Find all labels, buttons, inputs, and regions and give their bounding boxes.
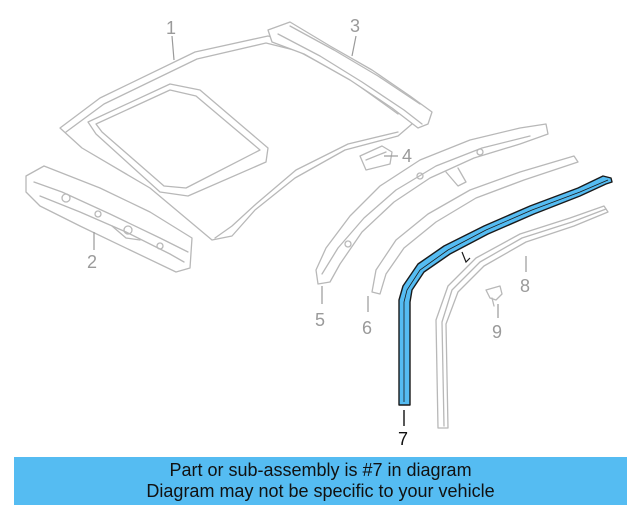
front-header-rail [25,165,193,273]
door-weatherstrip [435,205,609,429]
callout-8: 8 [520,276,530,296]
info-banner: Part or sub-assembly is #7 in diagram Di… [14,457,627,505]
callout-4: 4 [402,146,412,166]
rear-roof-rail [267,21,433,129]
roof-panel [59,35,413,241]
roof-bracket [359,145,393,171]
banner-line-disclaimer: Diagram may not be specific to your vehi… [146,481,495,501]
callout-9: 9 [492,322,502,342]
drip-molding [371,155,579,295]
parts-diagram: 1 2 3 4 5 6 7 8 9 [25,16,613,449]
leader-3 [351,35,357,57]
callout-5: 5 [315,310,325,330]
callout-7: 7 [398,429,408,449]
leader-1 [171,35,175,61]
callout-2: 2 [87,252,97,272]
banner-line-part: Part or sub-assembly is #7 in diagram [169,460,472,480]
callout-3: 3 [350,16,360,36]
retainer-clip [485,285,503,307]
callout-1: 1 [166,18,176,38]
roof-side-rail [315,123,549,285]
highlighted-roof-molding[interactable] [398,175,613,406]
callout-6: 6 [362,318,372,338]
